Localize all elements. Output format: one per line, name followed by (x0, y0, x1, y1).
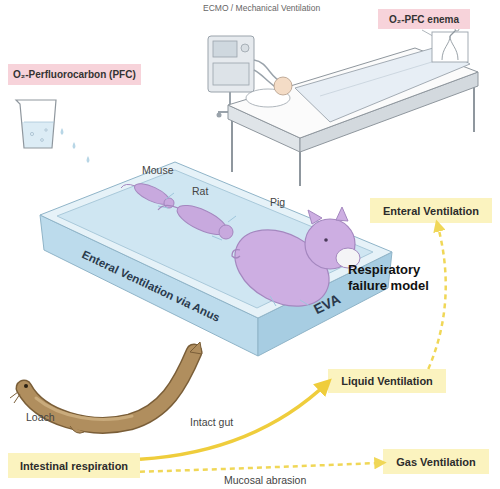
box-text: O₂-PFC enema (389, 14, 459, 25)
pig-animal (222, 207, 360, 321)
edge-label: Mucosal abrasion (224, 474, 306, 486)
dashed-arrow (428, 223, 445, 369)
enema-inset (422, 27, 468, 62)
loach-fish (10, 342, 202, 433)
beaker-icon (16, 100, 90, 163)
box-text: O₂-Perfluorocarbon (PFC) (13, 69, 136, 80)
box-text: Gas Ventilation (396, 456, 475, 468)
pink-label-box: O₂-Perfluorocarbon (PFC) (8, 64, 141, 85)
stage-box: Enteral Ventilation (370, 198, 492, 223)
stage-box: Liquid Ventilation (328, 369, 446, 393)
stage-box: Gas Ventilation (383, 449, 489, 474)
tub-face (40, 162, 392, 318)
stage-box: Intestinal respiration (8, 453, 140, 478)
box-text: Liquid Ventilation (341, 375, 433, 387)
curved-arrow (140, 382, 328, 459)
mouse-animal (121, 180, 174, 209)
hospital-bed (228, 46, 478, 186)
box-text: Enteral Ventilation (383, 205, 479, 217)
tub-face (57, 170, 373, 308)
edge-label: Intact gut (190, 416, 233, 428)
dashed-arrow (140, 463, 383, 472)
pink-label-box: O₂-PFC enema (378, 9, 470, 29)
box-text: Intestinal respiration (20, 460, 128, 472)
rat-animal (158, 200, 236, 241)
text-label: ECMO / Mechanical Ventilation (203, 3, 320, 13)
ventilation-tub: Enteral Ventilation via AnusEVA (35, 150, 400, 360)
text-label: Loach (26, 411, 55, 423)
